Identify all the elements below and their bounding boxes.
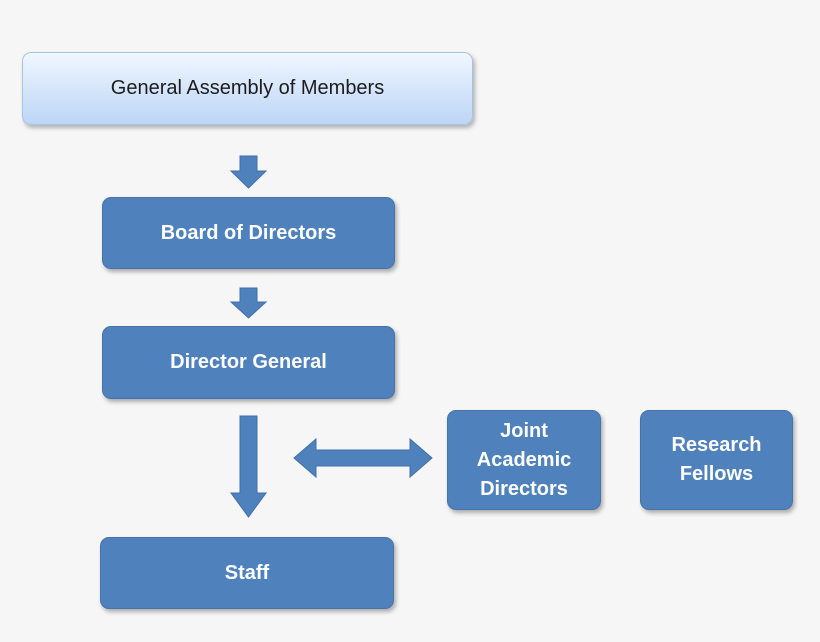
general-assembly-box: General Assembly of Members — [22, 52, 473, 125]
joint-academic-directors-line-1: Joint — [500, 419, 548, 442]
joint-academic-directors-line-3: Directors — [480, 477, 568, 500]
arrow-director-to-staff — [230, 415, 267, 518]
research-fellows-line-2: Fellows — [679, 463, 754, 485]
board-of-directors-box: Board of Directors — [102, 197, 395, 269]
joint-academic-directors-box: Joint Academic Directors — [447, 410, 601, 510]
general-assembly-label: General Assembly of Members — [110, 77, 385, 99]
staff-label: Staff — [224, 561, 270, 584]
joint-academic-directors-line-2: Academic — [476, 448, 572, 471]
director-general-box: Director General — [102, 326, 395, 399]
arrow-board-to-director — [229, 287, 268, 319]
board-of-directors-label: Board of Directors — [160, 221, 337, 244]
staff-box: Staff — [100, 537, 394, 609]
research-fellows-box: Research Fellows — [640, 410, 793, 510]
double-arrow-staff-joint — [293, 437, 433, 479]
research-fellows-line-1: Research — [671, 434, 762, 456]
arrow-assembly-to-board — [229, 155, 268, 189]
director-general-label: Director General — [170, 351, 327, 373]
